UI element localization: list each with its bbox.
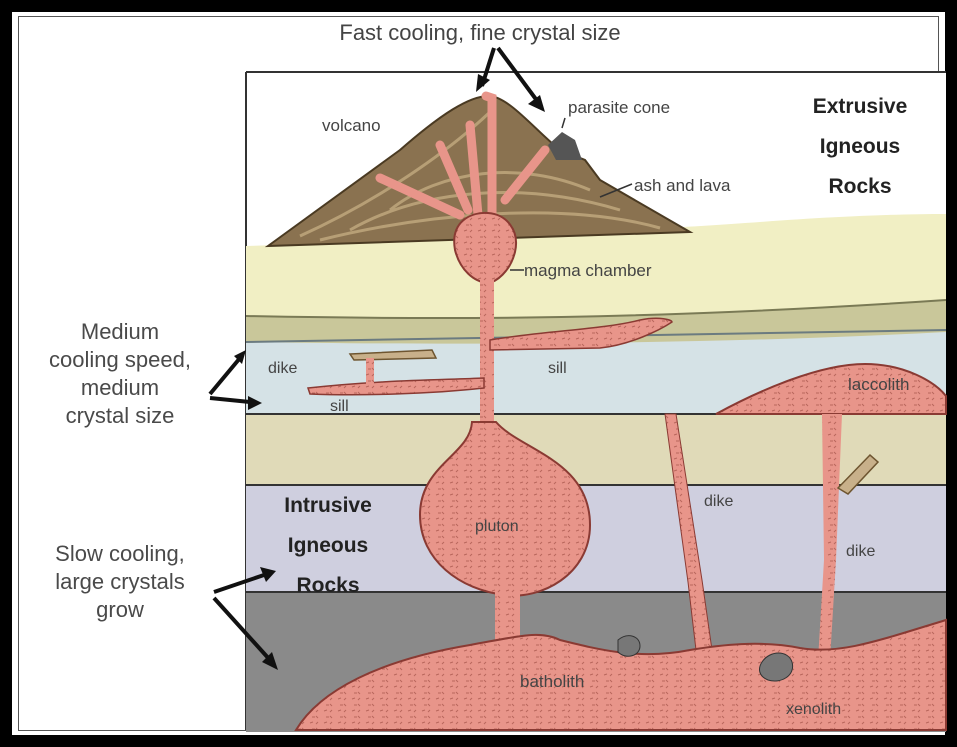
label-ash-lava: ash and lava	[634, 176, 731, 195]
heading-intrusive-1: Intrusive	[284, 494, 372, 517]
heading-extrusive-2: Igneous	[820, 135, 901, 158]
medium-note-line: Medium	[10, 318, 230, 346]
label-laccolith: laccolith	[848, 375, 909, 394]
label-sill-lower: sill	[330, 398, 349, 415]
heading-intrusive-3: Rocks	[296, 574, 359, 597]
slow-note-line: large crystals	[20, 568, 220, 596]
pluton-stem	[495, 590, 520, 640]
label-magma-chamber: magma chamber	[524, 261, 652, 280]
heading-extrusive-1: Extrusive	[813, 95, 908, 118]
label-dike-right: dike	[846, 543, 875, 560]
heading-intrusive-2: Igneous	[288, 534, 369, 557]
medium-note-line: medium	[10, 374, 230, 402]
label-sill-right: sill	[548, 360, 567, 377]
slow-note-line: Slow cooling,	[20, 540, 220, 568]
xenolith-small	[618, 636, 640, 657]
slow-cooling-note: Slow cooling, large crystals grow	[20, 540, 220, 624]
label-batholith: batholith	[520, 672, 584, 691]
medium-note-line: crystal size	[10, 402, 230, 430]
label-xenolith: xenolith	[786, 701, 841, 718]
label-dike-upper: dike	[268, 360, 297, 377]
medium-cooling-note: Medium cooling speed, medium crystal siz…	[10, 318, 230, 430]
label-pluton: pluton	[475, 518, 519, 535]
label-dike-mid: dike	[704, 493, 733, 510]
main-conduit	[480, 280, 494, 430]
connector-dike	[366, 358, 374, 388]
label-volcano: volcano	[322, 116, 381, 135]
slow-note-line: grow	[20, 596, 220, 624]
medium-note-line: cooling speed,	[10, 346, 230, 374]
top-caption: Fast cooling, fine crystal size	[339, 20, 620, 45]
heading-extrusive-3: Rocks	[828, 175, 891, 198]
label-parasite-cone: parasite cone	[568, 98, 670, 117]
